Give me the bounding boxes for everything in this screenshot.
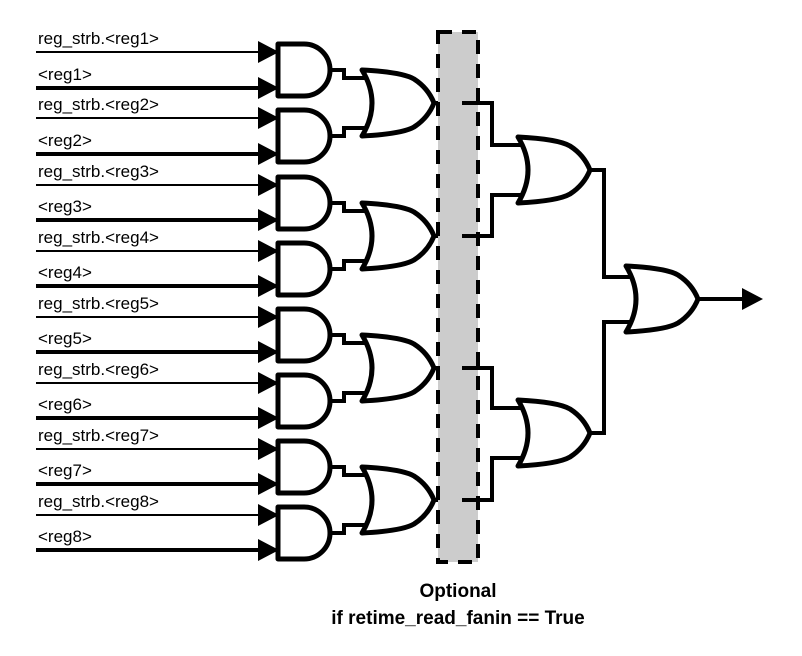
optional-caption-group: Optional if retime_read_fanin == True <box>331 581 584 629</box>
box-to-or-stage2-wires <box>462 101 522 502</box>
input-label-data-3: <reg3> <box>38 197 92 216</box>
wire-and7-or4 <box>328 465 366 477</box>
input-label-data-8: <reg8> <box>38 527 92 546</box>
and-gate-6 <box>278 375 330 427</box>
input-label-strobe-5: reg_strb.<reg5> <box>38 294 159 313</box>
input-label-strobe-7: reg_strb.<reg7> <box>38 426 159 445</box>
and-gate-2 <box>278 110 330 162</box>
input-label-strobe-6: reg_strb.<reg6> <box>38 360 159 379</box>
input-label-strobe-3: reg_strb.<reg3> <box>38 162 159 181</box>
wire-or6-final-bottom <box>588 320 630 435</box>
wire-and6-or3 <box>328 391 366 403</box>
or-gate-stage1-1 <box>362 70 434 136</box>
or-gate-final <box>626 266 698 332</box>
or-gate-stage2-2 <box>518 400 590 466</box>
input-wires-group <box>36 41 279 561</box>
and-gate-8 <box>278 507 330 559</box>
and-gate-3 <box>278 177 330 229</box>
and-to-or-wires <box>328 68 366 535</box>
optional-retiming-box <box>436 30 480 564</box>
output-wire-group <box>696 288 763 310</box>
input-label-strobe-8: reg_strb.<reg8> <box>38 492 159 511</box>
and-gate-5 <box>278 309 330 361</box>
input-label-data-1: <reg1> <box>38 65 92 84</box>
and-gate-column <box>278 44 330 559</box>
wire-and5-or3 <box>328 333 366 345</box>
input-label-strobe-4: reg_strb.<reg4> <box>38 228 159 247</box>
wire-box-or6-top <box>462 366 522 410</box>
wire-box-or5-top <box>462 101 522 147</box>
output-arrow <box>742 288 763 310</box>
wire-and3-or2 <box>328 201 366 213</box>
input-label-data-2: <reg2> <box>38 131 92 150</box>
or-stage2-to-final-wires <box>588 168 630 435</box>
wire-and2-or1 <box>328 126 366 138</box>
and-gate-4 <box>278 243 330 295</box>
input-label-strobe-1: reg_strb.<reg1> <box>38 29 159 48</box>
and-gate-7 <box>278 441 330 493</box>
final-or-gate-group <box>626 266 698 332</box>
input-label-strobe-2: reg_strb.<reg2> <box>38 95 159 114</box>
or-gate-stage1-4 <box>362 467 434 533</box>
wire-and4-or2 <box>328 259 366 271</box>
or-gate-stage1-2 <box>362 203 434 269</box>
caption-line-condition: if retime_read_fanin == True <box>331 608 584 629</box>
or-gate-stage1-3 <box>362 335 434 401</box>
input-label-data-6: <reg6> <box>38 395 92 414</box>
input-label-data-5: <reg5> <box>38 329 92 348</box>
input-labels-group: reg_strb.<reg1> <reg1> reg_strb.<reg2> <… <box>38 29 159 546</box>
wire-and1-or1 <box>328 68 366 80</box>
wire-and8-or4 <box>328 523 366 535</box>
or-stage2-column <box>518 137 590 466</box>
or-gate-stage2-1 <box>518 137 590 203</box>
wire-or5-final-top <box>588 168 630 279</box>
and-gate-1 <box>278 44 330 96</box>
wire-box-or5-bottom <box>462 193 522 238</box>
caption-line-optional: Optional <box>419 581 496 602</box>
or-stage1-column <box>362 70 434 533</box>
wire-box-or6-bottom <box>462 456 522 502</box>
input-label-data-4: <reg4> <box>38 263 92 282</box>
input-label-data-7: <reg7> <box>38 461 92 480</box>
